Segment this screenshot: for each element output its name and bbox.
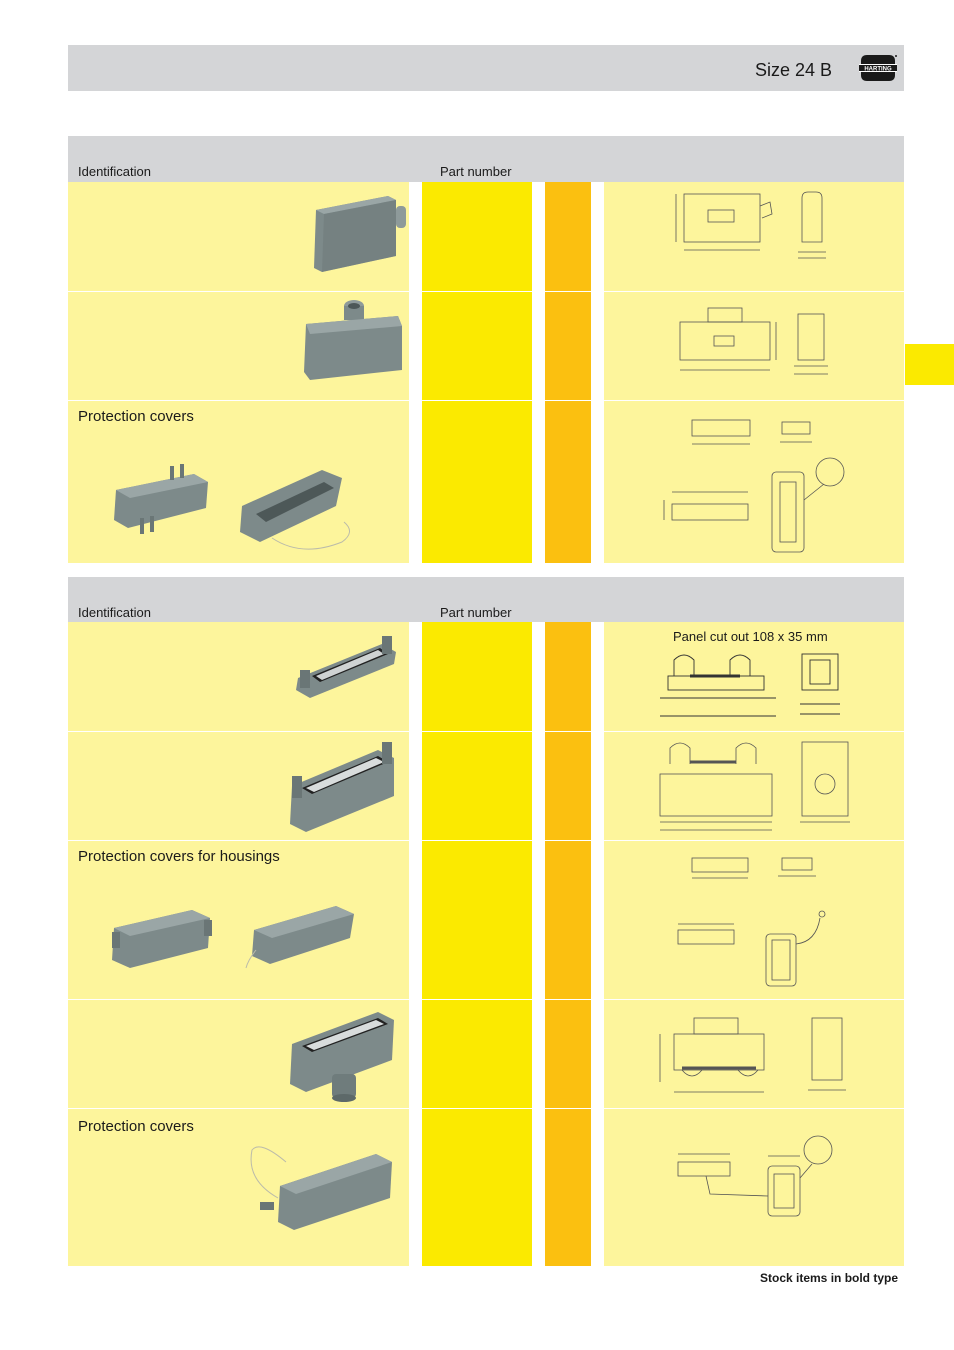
surface-housing-image [284, 738, 404, 834]
housing-covers-drawing [670, 848, 850, 988]
table1-col-identification: Identification [78, 164, 151, 179]
protection-cover-with-cord-image [232, 462, 362, 554]
panel-housing-image [290, 630, 402, 702]
table2-row-title: Protection covers [78, 1118, 194, 1135]
surface-housing-drawing [650, 736, 860, 836]
panel-cutout-label: Panel cut out 108 x 35 mm [673, 629, 828, 644]
table2-divider [68, 840, 904, 841]
table2-divider [68, 1108, 904, 1109]
page-title: Size 24 B [755, 60, 833, 80]
table1-divider [68, 291, 904, 292]
panel-housing-drawing [650, 646, 860, 726]
protection-cover-image [110, 462, 214, 536]
table2-part-number-column [422, 622, 532, 1266]
table1-drawing-column [604, 182, 904, 563]
housing-bottom-entry-drawing [652, 1010, 862, 1102]
table1-divider [68, 400, 904, 401]
table2-col-part-number: Part number [440, 605, 512, 620]
cover-with-cord-image [246, 1140, 396, 1240]
hood-side-entry-image [300, 186, 412, 278]
housing-bottom-entry-image [284, 1004, 404, 1104]
housing-cover-with-cord-image [242, 902, 362, 972]
table1-part-number-column [422, 182, 532, 563]
table1-row-title: Protection covers [78, 408, 194, 425]
table2-header [68, 577, 904, 622]
hood-top-entry-drawing [672, 298, 842, 380]
table1-order-column [545, 182, 591, 563]
table2-drawing-column [604, 622, 904, 1266]
harting-logo: HARTING [857, 52, 899, 84]
table2-row-title: Protection covers for housings [78, 848, 280, 865]
table2-divider [68, 731, 904, 732]
section-tab [905, 344, 954, 385]
table2-order-column [545, 622, 591, 1266]
page-header [68, 45, 904, 91]
table2-col-identification: Identification [78, 605, 151, 620]
protection-covers-drawing [650, 408, 850, 558]
svg-text:HARTING: HARTING [864, 67, 892, 73]
table1-col-part-number: Part number [440, 164, 512, 179]
covers-drawing [670, 1128, 850, 1258]
hood-top-entry-image [298, 296, 410, 386]
footer-note: Stock items in bold type [760, 1271, 899, 1285]
hood-side-entry-drawing [668, 188, 838, 266]
table1-header [68, 136, 904, 182]
housing-cover-image [108, 900, 218, 972]
table2-divider [68, 999, 904, 1000]
